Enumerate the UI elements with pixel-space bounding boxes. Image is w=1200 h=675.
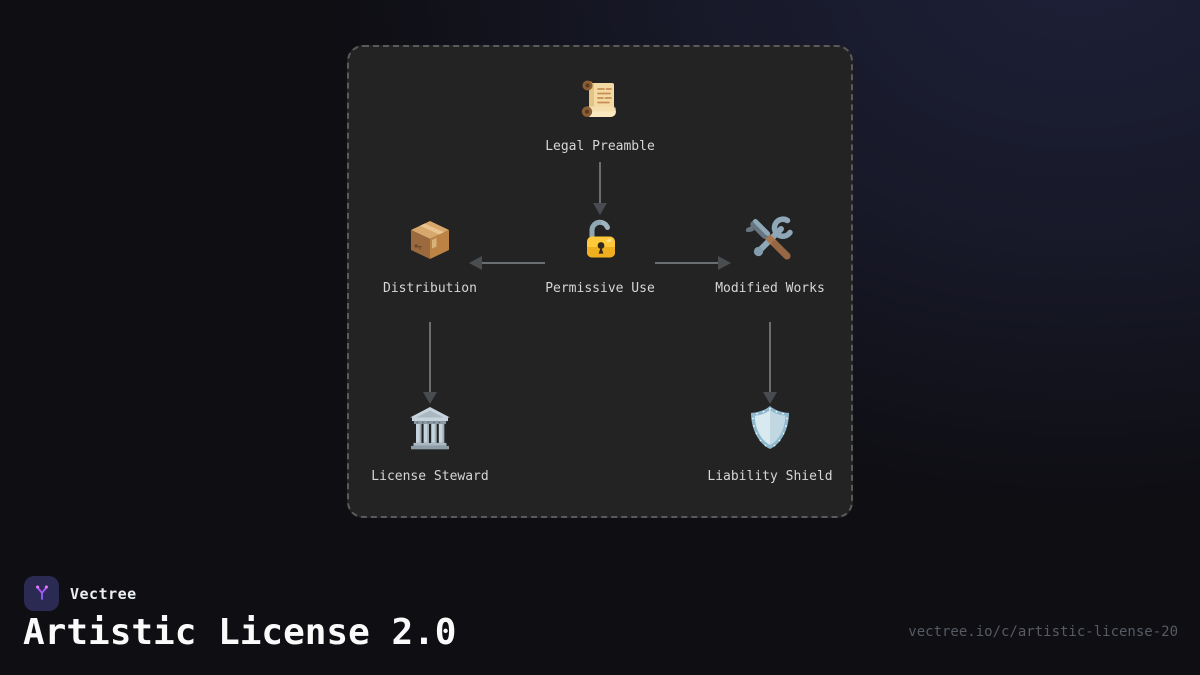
arrowhead-down-icon bbox=[593, 203, 607, 215]
node-label: Liability Shield bbox=[707, 469, 833, 484]
node-label: Permissive Use bbox=[545, 281, 655, 296]
arrow-stem bbox=[599, 162, 601, 204]
vectree-branch-icon bbox=[31, 581, 53, 607]
node-license-steward: License Steward bbox=[340, 403, 520, 484]
arrowhead-left-icon bbox=[469, 256, 482, 270]
arrow-stem bbox=[481, 262, 545, 264]
hammer-and-wrench-icon bbox=[745, 215, 794, 263]
page-title: Artistic License 2.0 bbox=[23, 612, 457, 653]
node-distribution: Distribution bbox=[340, 215, 520, 296]
unlocked-padlock-icon bbox=[576, 215, 624, 263]
arrowhead-down-icon bbox=[763, 392, 777, 404]
watermark-url: vectree.io/c/artistic-license-20 bbox=[908, 624, 1178, 640]
node-label: License Steward bbox=[371, 469, 489, 484]
vectree-logo bbox=[24, 576, 59, 611]
classical-building-icon bbox=[406, 403, 454, 451]
arrowhead-down-icon bbox=[423, 392, 437, 404]
arrow-stem bbox=[655, 262, 719, 264]
node-modified-works: Modified Works bbox=[680, 215, 860, 296]
arrow-stem bbox=[429, 322, 431, 393]
package-icon bbox=[406, 215, 454, 263]
node-liability-shield: Liability Shield bbox=[680, 403, 860, 484]
shield-icon bbox=[746, 403, 794, 451]
scroll-icon bbox=[576, 73, 624, 121]
node-label: Modified Works bbox=[715, 281, 825, 296]
node-label: Legal Preamble bbox=[545, 139, 655, 154]
node-permissive-use: Permissive Use bbox=[510, 215, 690, 296]
node-legal-preamble: Legal Preamble bbox=[510, 73, 690, 154]
brand-name: Vectree bbox=[70, 585, 137, 603]
arrowhead-right-icon bbox=[718, 256, 731, 270]
node-label: Distribution bbox=[383, 281, 477, 296]
arrow-stem bbox=[769, 322, 771, 393]
